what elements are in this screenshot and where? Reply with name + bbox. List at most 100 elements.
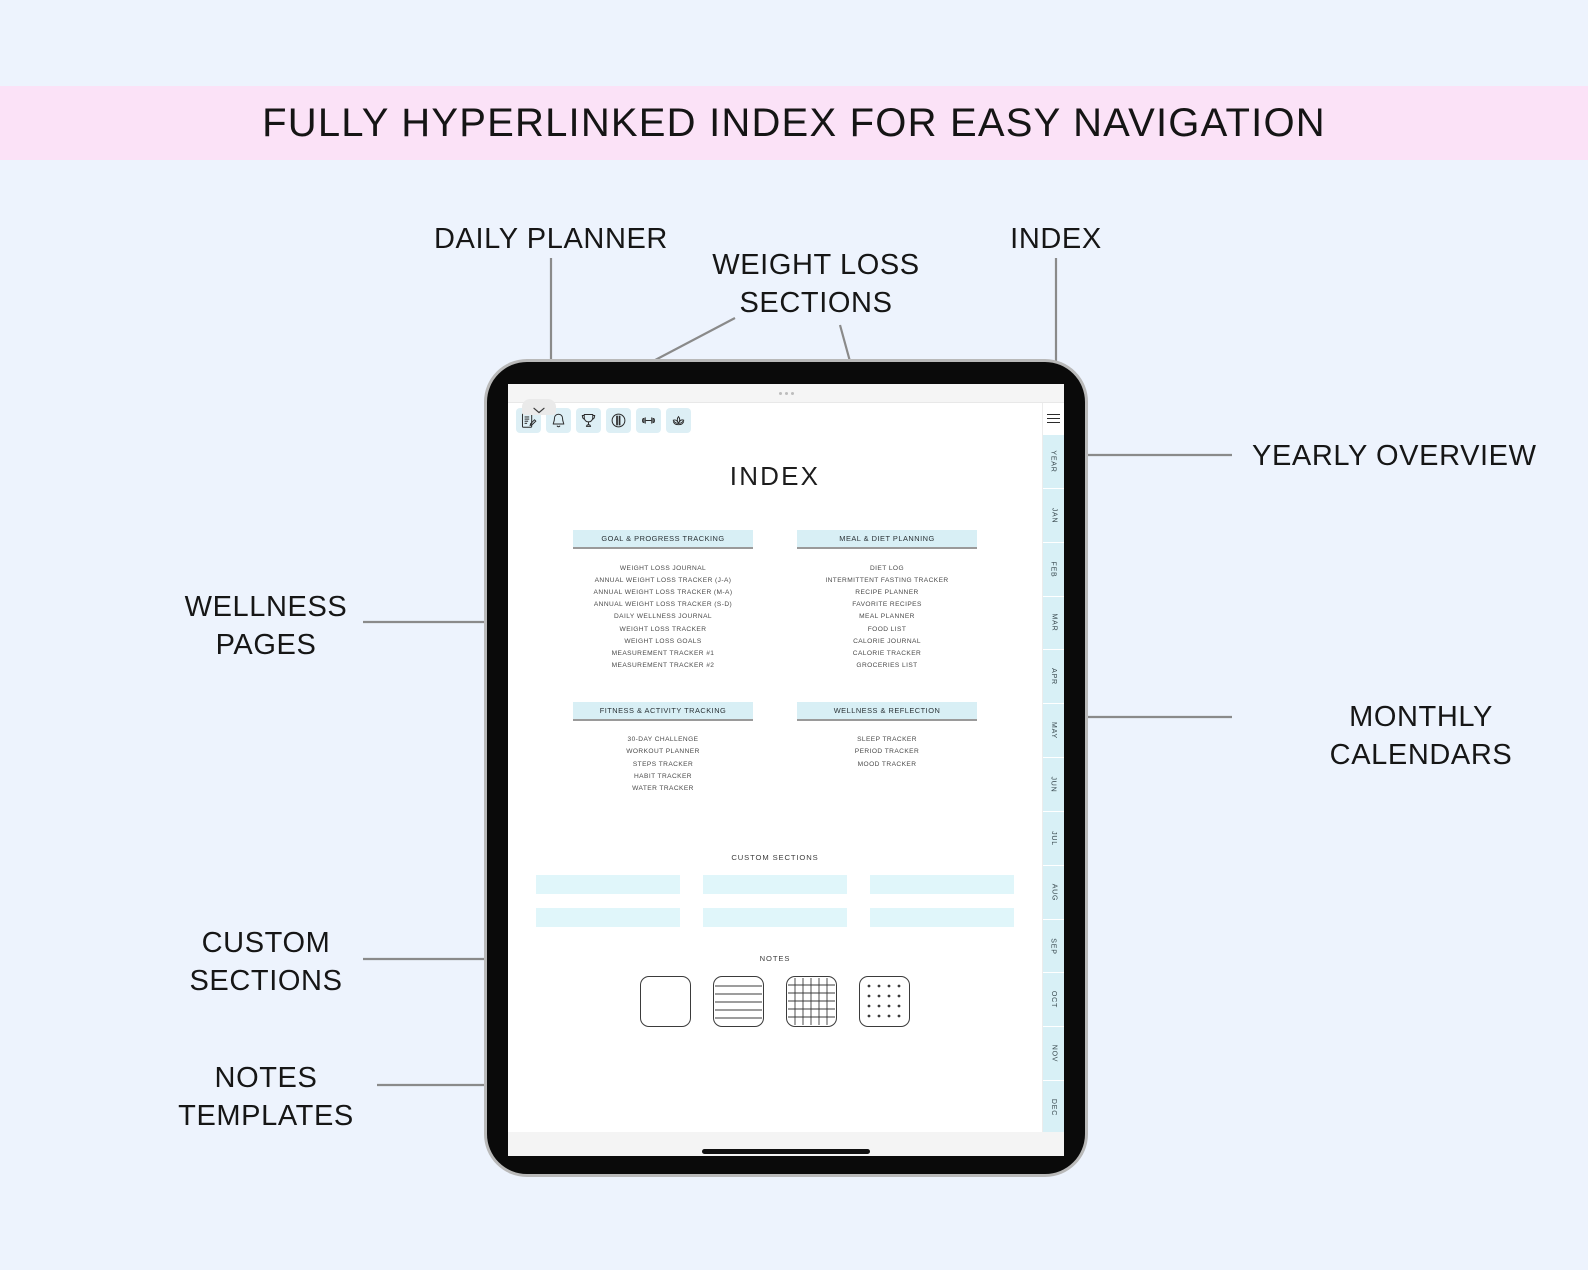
list-item[interactable]: CALORIE TRACKER [852, 649, 922, 657]
dotted-note-icon[interactable] [859, 975, 910, 1027]
list-item[interactable]: WORKOUT PLANNER [626, 748, 700, 756]
custom-sections-grid [536, 874, 1014, 927]
rail-tab-label: AUG [1049, 883, 1057, 901]
list-item[interactable]: 30-DAY CHALLENGE [627, 736, 699, 744]
rail-tab-label: MAY [1050, 722, 1057, 740]
custom-section-slot[interactable] [536, 874, 680, 894]
list-item[interactable]: SLEEP TRACKER [857, 736, 917, 744]
list-item[interactable]: RECIPE PLANNER [855, 588, 919, 596]
rail-tab-label: NOV [1049, 1044, 1057, 1063]
rail-tab-label: DEC [1050, 1098, 1057, 1117]
list-item[interactable]: INTERMITTENT FASTING TRACKER [825, 576, 949, 584]
custom-section-slot[interactable] [536, 907, 680, 927]
custom-section-slot[interactable] [703, 874, 847, 894]
tablet-device: INDEX GOAL & PROGRESS TRACKING WEIGHT LO… [487, 362, 1085, 1174]
more-options-icon[interactable] [778, 391, 794, 395]
annotation-daily-planner: DAILY PLANNER [434, 223, 668, 255]
rail-tab-label: APR [1049, 668, 1057, 686]
index-section-goal-progress-tracking: GOAL & PROGRESS TRACKING WEIGHT LOSS JOU… [573, 530, 753, 672]
list-item[interactable]: DIET LOG [869, 564, 905, 572]
section-header[interactable]: GOAL & PROGRESS TRACKING [573, 530, 753, 549]
rail-tab-aug[interactable]: AUG [1043, 864, 1064, 919]
blank-note-icon[interactable] [640, 975, 691, 1027]
custom-section-slot[interactable] [703, 907, 847, 927]
list-item[interactable]: FAVORITE RECIPES [852, 601, 922, 609]
list-item[interactable]: GROCERIES LIST [856, 662, 918, 670]
toolbar-scale-icon[interactable] [606, 408, 631, 433]
rail-tab-jun[interactable]: JUN [1043, 757, 1064, 811]
list-item[interactable]: CALORIE JOURNAL [853, 637, 921, 645]
list-item[interactable]: MEASUREMENT TRACKER #2 [611, 662, 715, 670]
rail-tab-label: YEAR [1050, 450, 1058, 473]
rail-tab-mar[interactable]: MAR [1043, 595, 1064, 650]
list-item[interactable]: HABIT TRACKER [634, 772, 692, 780]
list-item[interactable]: STEPS TRACKER [632, 760, 694, 768]
banner-title: FULLY HYPERLINKED INDEX FOR EASY NAVIGAT… [262, 100, 1326, 145]
notes-title: NOTES [759, 953, 791, 963]
rail-tab-jan[interactable]: JAN [1043, 487, 1064, 542]
note-templates-row [508, 975, 1042, 1027]
rail-tab-may[interactable]: MAY [1043, 703, 1064, 758]
list-item[interactable]: FOOD LIST [867, 625, 907, 633]
app-titlebar [508, 384, 1064, 403]
toolbar-dumbbell-icon[interactable] [636, 408, 661, 433]
annotation-notes-templates: NOTES TEMPLATES [178, 1062, 354, 1133]
section-header[interactable]: MEAL & DIET PLANNING [797, 530, 977, 549]
grid-note-icon[interactable] [786, 975, 837, 1027]
lined-note-icon[interactable] [713, 975, 764, 1027]
list-item[interactable]: WEIGHT LOSS GOALS [624, 637, 702, 645]
hamburger-menu-icon[interactable] [1043, 403, 1064, 434]
list-item[interactable]: PERIOD TRACKER [854, 748, 920, 756]
list-item[interactable]: MEASUREMENT TRACKER #1 [611, 649, 715, 657]
section-header[interactable]: FITNESS & ACTIVITY TRACKING [573, 701, 753, 721]
index-sections-row-1: GOAL & PROGRESS TRACKING WEIGHT LOSS JOU… [508, 530, 1042, 672]
rail-tab-apr[interactable]: APR [1043, 649, 1064, 704]
list-item[interactable]: ANNUAL WEIGHT LOSS TRACKER (J-A) [594, 576, 732, 584]
rail-tab-oct[interactable]: OCT [1043, 972, 1064, 1027]
custom-sections-title: CUSTOM SECTIONS [731, 852, 819, 862]
header-banner: FULLY HYPERLINKED INDEX FOR EASY NAVIGAT… [0, 86, 1588, 160]
rail-tab-dec[interactable]: DEC [1043, 1080, 1064, 1134]
app-body: INDEX GOAL & PROGRESS TRACKING WEIGHT LO… [508, 399, 1064, 1134]
custom-section-slot[interactable] [870, 874, 1014, 894]
rail-tab-label: JAN [1050, 507, 1057, 524]
list-item[interactable]: MOOD TRACKER [857, 760, 917, 768]
annotation-monthly-calendars: MONTHLY CALENDARS [1329, 701, 1513, 772]
annotation-yearly-overview: YEARLY OVERVIEW [1252, 440, 1537, 472]
rail-tab-nov[interactable]: NOV [1043, 1026, 1064, 1081]
collapse-handle-icon[interactable] [522, 399, 556, 415]
rail-tab-label: JUL [1049, 830, 1057, 846]
home-indicator[interactable] [702, 1149, 870, 1154]
notes-block: NOTES [508, 954, 1042, 1027]
toolbar-lotus-icon[interactable] [666, 408, 691, 433]
rail-tab-label: OCT [1050, 991, 1057, 1009]
month-rail: YEAR JAN FEB MAR APR MAY JUN JUL AUG SEP… [1042, 403, 1064, 1134]
list-item[interactable]: DAILY WELLNESS JOURNAL [613, 613, 713, 621]
rail-tab-sep[interactable]: SEP [1043, 918, 1064, 973]
rail-tab-year[interactable]: YEAR [1043, 434, 1064, 488]
rail-tab-feb[interactable]: FEB [1043, 541, 1064, 596]
index-section-fitness-activity-tracking: FITNESS & ACTIVITY TRACKING 30-DAY CHALL… [573, 701, 753, 795]
list-item[interactable]: ANNUAL WEIGHT LOSS TRACKER (S-D) [593, 601, 733, 609]
section-links: DIET LOG INTERMITTENT FASTING TRACKER RE… [797, 562, 977, 672]
custom-section-slot[interactable] [870, 907, 1014, 927]
list-item[interactable]: ANNUAL WEIGHT LOSS TRACKER (M-A) [593, 588, 733, 596]
section-links: 30-DAY CHALLENGE WORKOUT PLANNER STEPS T… [573, 734, 753, 795]
list-item[interactable]: MEAL PLANNER [859, 613, 915, 621]
list-item[interactable]: WEIGHT LOSS TRACKER [619, 625, 707, 633]
annotation-custom-sections: CUSTOM SECTIONS [189, 927, 343, 998]
index-sections-row-2: FITNESS & ACTIVITY TRACKING 30-DAY CHALL… [508, 701, 1042, 795]
rail-tab-label: SEP [1049, 937, 1057, 955]
section-header[interactable]: WELLNESS & REFLECTION [797, 701, 977, 721]
annotation-weight-loss-sections: WEIGHT LOSS SECTIONS [712, 249, 920, 320]
list-item[interactable]: WATER TRACKER [632, 785, 694, 793]
rail-tab-label: JUN [1049, 776, 1057, 793]
tablet-screen: INDEX GOAL & PROGRESS TRACKING WEIGHT LO… [508, 384, 1064, 1134]
rail-tab-jul[interactable]: JUL [1043, 810, 1064, 865]
rail-tab-label: FEB [1049, 561, 1057, 578]
toolbar-trophy-icon[interactable] [576, 408, 601, 433]
annotation-wellness-pages: WELLNESS PAGES [184, 591, 348, 662]
list-item[interactable]: WEIGHT LOSS JOURNAL [619, 564, 707, 572]
section-links: WEIGHT LOSS JOURNAL ANNUAL WEIGHT LOSS T… [573, 562, 753, 672]
